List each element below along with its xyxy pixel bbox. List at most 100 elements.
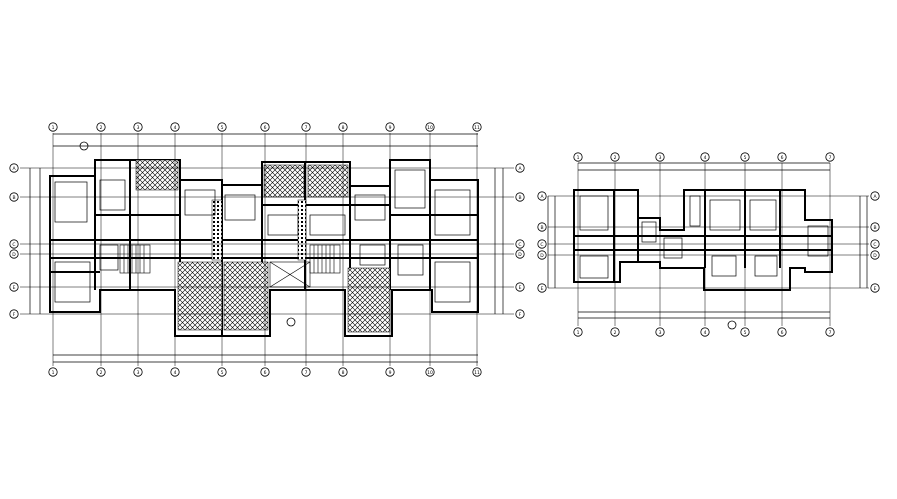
grid-bubble-bottom: 4	[700, 327, 710, 337]
grid-bubble-label: 9	[389, 125, 392, 131]
stairs-left	[119, 244, 341, 288]
grid-bubble-label: B	[873, 225, 876, 231]
grid-bubble-left: C	[9, 239, 19, 249]
grid-bubble-label: 2	[100, 370, 103, 376]
grid-bubble-bottom: 1	[573, 327, 583, 337]
grid-bubble-top: 2	[96, 122, 106, 132]
grid-bubble-label: 5	[744, 155, 747, 161]
grid-bubble-label: 3	[659, 330, 662, 336]
grid-bubble-label: 5	[744, 330, 747, 336]
grid-bubble-top: 7	[301, 122, 311, 132]
grid-bubble-label: C	[873, 242, 876, 248]
grid-bubble-label: 7	[305, 370, 308, 376]
grid-bubble-label: F	[13, 312, 16, 318]
grid-bubble-right: F	[515, 309, 525, 319]
grid-bubble-right: D	[870, 250, 880, 260]
grid-bubble-right: C	[515, 239, 525, 249]
grid-bubble-top: 7	[825, 152, 835, 162]
grid-bubble-label: B	[540, 225, 543, 231]
grid-bubble-label: C	[540, 242, 543, 248]
grid-bubble-top: 10	[425, 122, 435, 132]
dimension-lines-left	[29, 133, 504, 363]
grid-bubble-label: D	[540, 253, 544, 259]
grid-bubble-label: 10	[427, 125, 433, 131]
grid-bubble-label: 7	[829, 330, 832, 336]
grid-bubble-top: 3	[655, 152, 665, 162]
grid-bubble-label: 6	[781, 155, 784, 161]
grid-bubble-right: E	[870, 283, 880, 293]
grid-bubble-label: 6	[264, 125, 267, 131]
grid-bubble-label: F	[519, 312, 522, 318]
grid-bubble-right: D	[515, 249, 525, 259]
grid-bubble-top: 6	[777, 152, 787, 162]
grid-bubble-bottom: 9	[385, 367, 395, 377]
grid-bubble-right: B	[515, 192, 525, 202]
grid-bubble-left: A	[537, 191, 547, 201]
grid-bubble-top: 11	[472, 122, 482, 132]
grid-bubble-left: D	[537, 250, 547, 260]
grid-bubble-label: E	[13, 285, 16, 291]
grid-lines-right	[548, 163, 869, 326]
grid-bubble-label: A	[540, 194, 544, 200]
grid-bubble-top: 3	[133, 122, 143, 132]
grid-lines-left	[20, 133, 514, 366]
grid-bubble-label: 3	[659, 155, 662, 161]
grid-bubble-label: A	[518, 166, 522, 172]
grid-bubble-left: B	[9, 192, 19, 202]
grid-bubble-bottom: 10	[425, 367, 435, 377]
walls-right	[573, 189, 833, 291]
grid-bubble-bottom: 11	[472, 367, 482, 377]
grid-bubble-label: E	[874, 286, 877, 292]
grid-bubble-top: 5	[217, 122, 227, 132]
grid-bubble-label: 2	[100, 125, 103, 131]
grid-bubble-top: 2	[610, 152, 620, 162]
grid-bubble-label: A	[873, 194, 877, 200]
grid-bubble-label: 5	[221, 125, 224, 131]
grid-bubble-left: E	[9, 282, 19, 292]
grid-bubble-bottom: 6	[777, 327, 787, 337]
grid-bubble-bottom: 6	[260, 367, 270, 377]
grid-bubble-label: 1	[577, 155, 580, 161]
grid-bubble-left: F	[9, 309, 19, 319]
grid-bubble-label: 11	[474, 370, 480, 376]
grid-bubble-label: 4	[704, 330, 707, 336]
grid-bubble-label: B	[12, 195, 15, 201]
grid-bubble-top: 4	[700, 152, 710, 162]
grid-bubble-label: D	[873, 253, 877, 259]
grid-bubble-bottom: 3	[133, 367, 143, 377]
grid-bubble-bottom: 5	[740, 327, 750, 337]
grid-bubble-right: B	[870, 222, 880, 232]
grid-bubble-bottom: 4	[170, 367, 180, 377]
grid-bubble-label: 9	[389, 370, 392, 376]
grid-bubble-label: 3	[137, 370, 140, 376]
dimension-lines-right	[547, 162, 868, 319]
grid-bubble-label: 4	[704, 155, 707, 161]
grid-bubble-left: E	[537, 283, 547, 293]
grid-bubble-bottom: 8	[338, 367, 348, 377]
grid-bubble-label: 4	[174, 125, 177, 131]
grid-bubble-label: C	[518, 242, 521, 248]
grid-bubble-top: 4	[170, 122, 180, 132]
grid-bubble-label: 5	[221, 370, 224, 376]
grid-bubble-left: B	[537, 222, 547, 232]
grid-bubble-label: 8	[342, 125, 345, 131]
grid-bubble-bottom: 2	[96, 367, 106, 377]
section-markers-left	[79, 141, 296, 327]
grid-bubble-label: 4	[174, 370, 177, 376]
grid-bubble-left: C	[537, 239, 547, 249]
floor-plan-left	[20, 133, 514, 366]
section-markers-right	[727, 320, 737, 330]
grid-bubble-left: D	[9, 249, 19, 259]
grid-bubble-label: B	[518, 195, 521, 201]
tiled-areas-left	[135, 159, 391, 333]
interior-details-right	[579, 195, 829, 279]
grid-bubble-label: E	[519, 285, 522, 291]
grid-bubble-label: 6	[781, 330, 784, 336]
grid-bubble-label: 1	[52, 125, 55, 131]
grid-bubble-label: 10	[427, 370, 433, 376]
grid-bubble-label: D	[518, 252, 522, 258]
grid-bubble-top: 5	[740, 152, 750, 162]
